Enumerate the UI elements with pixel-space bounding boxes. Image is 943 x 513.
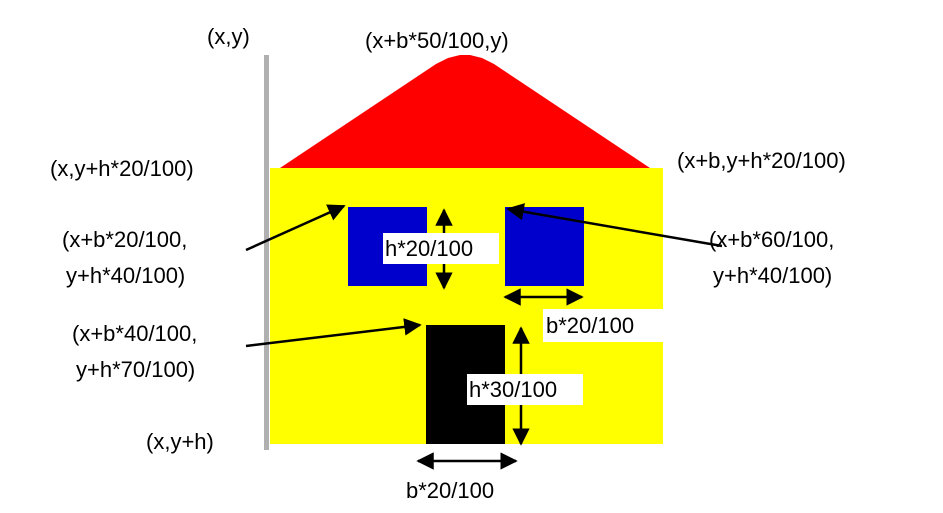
label-bottom-left: (x,y+h) <box>146 429 214 454</box>
label-top-left: (x,y) <box>207 24 250 49</box>
label-door-width: b*20/100 <box>406 478 494 503</box>
label-right-window-line1: (x+b*60/100, <box>709 227 834 252</box>
label-door-line2: y+h*70/100) <box>76 357 195 382</box>
label-roof-peak: (x+b*50/100,y) <box>365 28 509 53</box>
window-width-label-bg <box>543 309 665 342</box>
door-arrow <box>245 318 422 348</box>
left-window-arrow <box>245 204 346 252</box>
label-roof-left: (x,y+h*20/100) <box>50 156 194 181</box>
label-window-height: h*20/100 <box>385 236 473 261</box>
window-height-label-bg <box>383 233 499 264</box>
house-roof <box>280 55 650 168</box>
door-height-label-bg <box>467 374 583 405</box>
label-roof-right: (x+b,y+h*20/100) <box>677 148 846 173</box>
right-window-arrow <box>506 203 723 248</box>
label-window-width: b*20/100 <box>546 313 634 338</box>
label-left-window-line1: (x+b*20/100, <box>62 227 187 252</box>
label-right-window-line2: y+h*40/100) <box>713 263 832 288</box>
label-door-line1: (x+b*40/100, <box>72 321 197 346</box>
left-axis-line <box>264 55 269 450</box>
label-door-height: h*30/100 <box>469 377 557 402</box>
label-left-window-line2: y+h*40/100) <box>66 263 185 288</box>
